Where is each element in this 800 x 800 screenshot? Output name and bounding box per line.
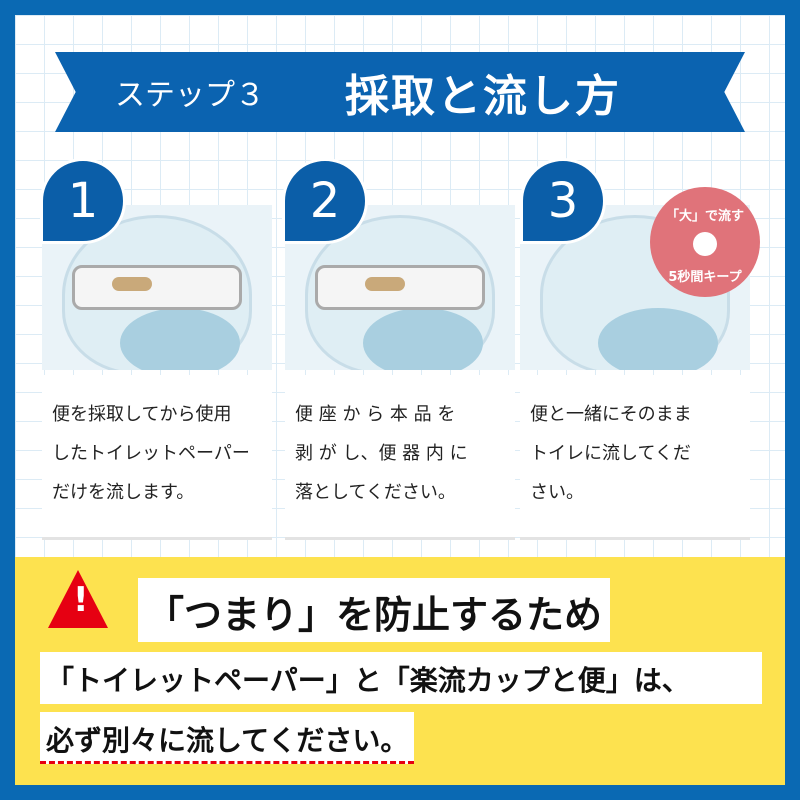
step-number-1: 1	[40, 158, 126, 244]
step-number-3: 3	[520, 158, 606, 244]
step-label: ステップ３	[115, 78, 265, 113]
step-3-text: 便と一緒にそのまま トイレに流してくだ さい。	[520, 375, 750, 540]
step-panel-2: 便 座 か ら 本 品 を 剥 が し、便 器 内 に 落としてください。	[285, 205, 515, 540]
flush-lever-icon	[693, 232, 717, 256]
warning-icon: !	[48, 570, 108, 628]
flush-hint-bubble: 「大」で流す 5秒間キープ	[650, 187, 760, 297]
banner-title: 採取と流し方	[345, 71, 621, 122]
flush-hint-top: 「大」で流す	[665, 209, 744, 224]
step-banner: ステップ３ 採取と流し方	[55, 52, 745, 132]
step-2-text: 便 座 か ら 本 品 を 剥 が し、便 器 内 に 落としてください。	[285, 375, 515, 540]
flush-hint-bottom: 5秒間キープ	[668, 270, 742, 285]
step-2-illustration	[285, 205, 515, 370]
step-1-illustration	[42, 205, 272, 370]
step-panel-1: 便を採取してから使用 したトイレットペーパー だけを流します。	[42, 205, 272, 540]
step-1-text: 便を採取してから使用 したトイレットペーパー だけを流します。	[42, 375, 272, 540]
step-number-2: 2	[282, 158, 368, 244]
warning-line-3: 必ず別々に流してください。	[40, 712, 415, 764]
warning-line-1: 「つまり」を防止するため	[138, 578, 611, 642]
warning-line-2: 「トイレットペーパー」と「楽流カップと便」は、	[40, 652, 762, 704]
